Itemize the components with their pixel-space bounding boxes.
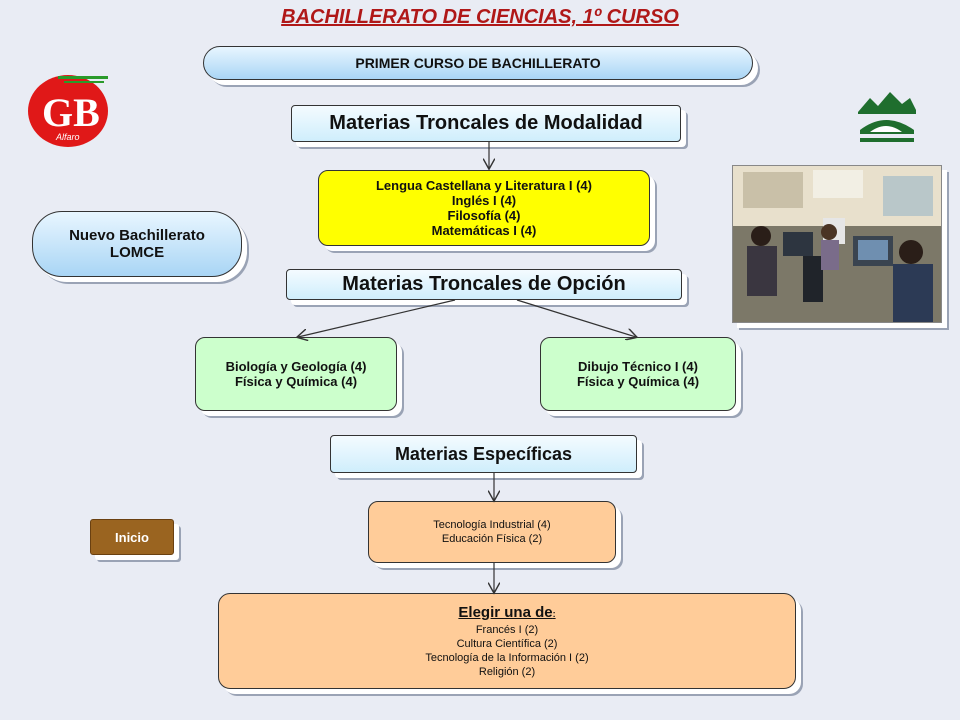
classroom-photo bbox=[732, 165, 942, 323]
especificas-heading: Materias Específicas bbox=[330, 435, 637, 473]
logo-letters: GB bbox=[42, 90, 100, 135]
mountain-logo-icon bbox=[858, 92, 916, 142]
list-item: Filosofía (4) bbox=[447, 208, 521, 223]
logo-town: Alfaro bbox=[55, 132, 80, 142]
inicio-button-label: Inicio bbox=[115, 529, 149, 545]
lomce-badge: Nuevo Bachillerato LOMCE bbox=[32, 211, 242, 277]
opcion-right-box: Dibujo Técnico I (4) Física y Química (4… bbox=[540, 337, 736, 411]
school-logo-icon: GB Alfaro bbox=[28, 75, 108, 147]
inicio-button[interactable]: Inicio bbox=[90, 519, 174, 555]
troncales-modalidad-heading: Materias Troncales de Modalidad bbox=[291, 105, 681, 142]
list-item: Francés I (2) bbox=[475, 623, 539, 636]
especificas-box: Tecnología Industrial (4) Educación Físi… bbox=[368, 501, 616, 563]
list-item: Dibujo Técnico I (4) bbox=[578, 359, 698, 374]
opcion-left-box: Biología y Geología (4) Física y Química… bbox=[195, 337, 397, 411]
list-item: Religión (2) bbox=[478, 665, 536, 678]
especificas-text: Materias Específicas bbox=[394, 443, 573, 464]
header-banner: PRIMER CURSO DE BACHILLERATO bbox=[203, 46, 753, 80]
troncales-opcion-heading: Materias Troncales de Opción bbox=[286, 269, 682, 300]
list-item: Física y Química (4) bbox=[576, 374, 700, 389]
arrow-opcion-right bbox=[516, 299, 636, 337]
elegir-heading: Elegir una de: bbox=[458, 604, 555, 623]
list-item: Lengua Castellana y Literatura I (4) bbox=[375, 178, 592, 193]
list-item: Tecnología de la Información I (2) bbox=[425, 651, 589, 664]
list-item: Biología y Geología (4) bbox=[225, 359, 367, 374]
list-item: Educación Física (2) bbox=[441, 533, 543, 545]
lomce-line-1: Nuevo Bachillerato bbox=[69, 227, 205, 244]
list-item: Inglés I (4) bbox=[451, 193, 517, 208]
header-text: PRIMER CURSO DE BACHILLERATO bbox=[355, 55, 601, 71]
lomce-line-2: LOMCE bbox=[109, 244, 165, 261]
list-item: Física y Química (4) bbox=[234, 374, 358, 389]
troncales-modalidad-box: Lengua Castellana y Literatura I (4) Ing… bbox=[318, 170, 650, 246]
list-item: Tecnología Industrial (4) bbox=[433, 519, 551, 531]
troncales-opcion-text: Materias Troncales de Opción bbox=[342, 273, 626, 295]
troncales-modalidad-text: Materias Troncales de Modalidad bbox=[329, 112, 643, 134]
list-item: Matemáticas I (4) bbox=[431, 223, 537, 238]
elegir-heading-text: Elegir una de bbox=[458, 603, 553, 621]
list-item: Cultura Científica (2) bbox=[456, 637, 558, 650]
arrow-opcion-left bbox=[298, 299, 456, 337]
elegir-box: Elegir una de: Francés I (2) Cultura Cie… bbox=[218, 593, 796, 689]
page-title: BACHILLERATO DE CIENCIAS, 1º CURSO bbox=[281, 6, 679, 28]
elegir-heading-suffix: : bbox=[552, 608, 556, 619]
